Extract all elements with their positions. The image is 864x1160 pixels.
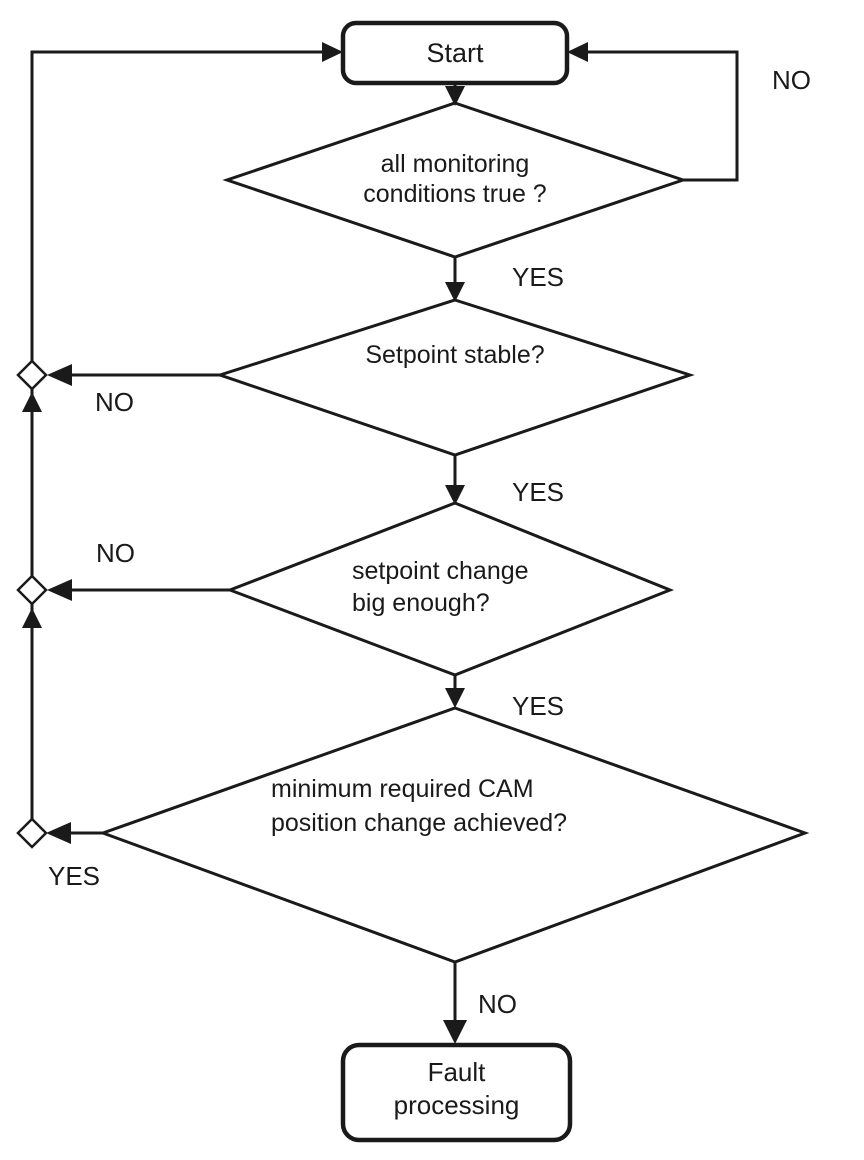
edge-label-d2-yes: YES: [512, 477, 565, 507]
decision2-label: Setpoint stable?: [365, 341, 545, 369]
edge-return-rail: [30, 50, 330, 833]
decision2-diamond-shape: [215, 298, 695, 457]
connector-diamond-2: [16, 574, 48, 606]
decision3-diamond-shape: [225, 501, 675, 677]
arrowhead-into-d1-icon: [445, 86, 465, 106]
arrowhead-rail-up-2-icon: [22, 608, 42, 628]
arrowhead-into-connector2-icon: [47, 579, 72, 601]
arrowhead-into-d4-icon: [445, 688, 465, 708]
arrowhead-into-fault-icon: [443, 1020, 467, 1044]
fault-node-label: Fault processing: [393, 1057, 520, 1120]
decision4-diamond-shape: [98, 706, 810, 964]
edge-label-d4-no: NO: [478, 989, 517, 1019]
arrowhead-rail-up-1-icon: [22, 392, 42, 412]
arrowhead-into-start-left-icon: [322, 42, 343, 62]
arrowhead-into-d2-icon: [445, 282, 465, 302]
fault-node-shape: [340, 1042, 573, 1143]
edge-label-d3-yes: YES: [512, 691, 565, 721]
edge-label-d4-yes: YES: [48, 861, 101, 891]
start-node-shape: [340, 20, 570, 86]
edge-d1-no-loop: [577, 50, 739, 182]
arrowhead-into-start-right-icon: [567, 42, 588, 62]
arrowhead-into-connector3-icon: [46, 822, 71, 844]
arrowhead-into-d3-icon: [445, 485, 465, 505]
edge-label-d1-no: NO: [772, 65, 811, 95]
start-node-label: Start: [426, 37, 484, 68]
decision4-label: minimum required CAM position change ach…: [271, 775, 568, 837]
edge-label-d3-no: NO: [96, 538, 135, 568]
decision3-label: setpoint change big enough?: [352, 557, 529, 617]
connector-diamond-1: [16, 359, 48, 391]
decision1-diamond-shape: [222, 101, 688, 259]
edge-label-d2-no: NO: [95, 387, 134, 417]
connector-diamond-3: [16, 817, 48, 849]
edge-label-d1-yes: YES: [512, 262, 565, 292]
decision1-label: all monitoring conditions true ?: [363, 150, 547, 208]
arrowhead-into-connector1-icon: [47, 364, 72, 386]
